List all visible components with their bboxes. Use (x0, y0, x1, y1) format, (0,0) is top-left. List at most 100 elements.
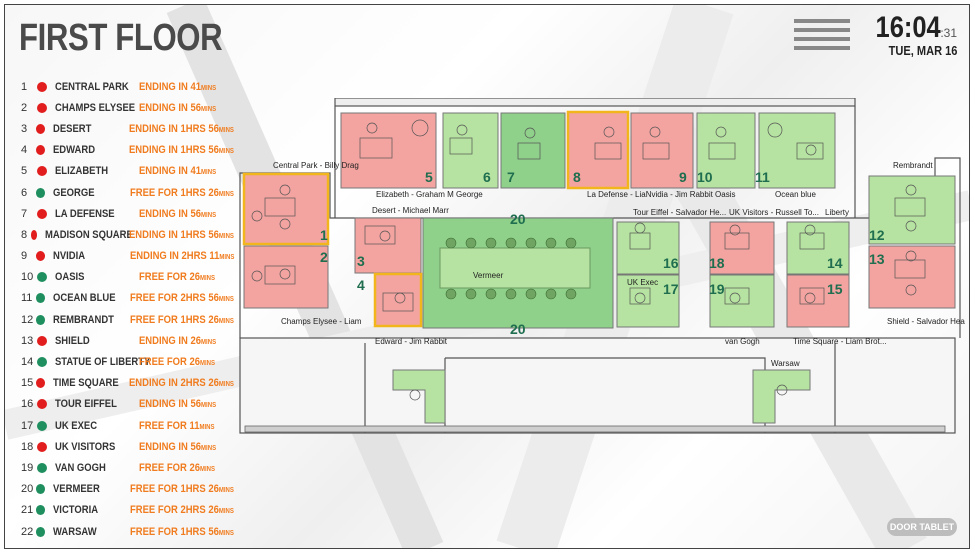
room-name: WARSAW (52, 525, 97, 538)
busy-status-dot-icon (35, 123, 45, 134)
room-status-unit: MINS (218, 232, 234, 240)
room-status-unit: MINS (219, 487, 235, 495)
room-status-unit: MINS (218, 254, 235, 262)
room-status: ENDING IN 56MINS (139, 208, 216, 220)
clock-seconds: :31 (940, 26, 957, 40)
room-name: TIME SQUARE (52, 377, 119, 390)
room-number: 20 (21, 483, 34, 496)
busy-status-dot-icon (37, 441, 47, 452)
room-name: VAN GOGH (55, 461, 106, 474)
room-number-12: 12 (869, 227, 885, 243)
busy-status-dot-icon (30, 229, 37, 240)
room-number-17: 17 (663, 281, 679, 297)
room-status-unit: MINS (219, 317, 235, 325)
room-number-6: 6 (483, 169, 491, 185)
hamburger-menu-icon[interactable] (794, 19, 850, 57)
room-name: OASIS (55, 271, 85, 284)
room-status-unit: MINS (218, 126, 234, 134)
room-number-2: 2 (320, 249, 328, 265)
busy-status-dot-icon (35, 378, 45, 389)
room-name: NVIDIA (52, 250, 85, 263)
room-number: 12 (21, 313, 34, 326)
room-status-unit: MINS (201, 211, 217, 219)
room-name: EDWARD (52, 144, 95, 157)
room-status-text: ENDING IN 2HRS 26 (128, 377, 219, 390)
room-status-unit: MINS (219, 190, 235, 198)
door-tablet-button[interactable]: DOOR TABLET (887, 518, 957, 536)
room-name: SHIELD (55, 334, 90, 347)
room-labels: Central Park - Billy Drag Champs Elysee … (273, 161, 965, 368)
label-uk-exec: UK Exec (627, 278, 658, 287)
busy-status-dot-icon (37, 335, 47, 346)
building-walls (239, 98, 961, 434)
free-status-dot-icon (35, 314, 45, 325)
room-status: FREE FOR 26MINS (139, 271, 215, 283)
room-number-9: 9 (679, 169, 687, 185)
label-shield: Shield - Salvador Heal (887, 317, 965, 326)
room-number: 4 (21, 144, 28, 157)
room-number: 13 (21, 334, 34, 347)
room-number: 2 (21, 101, 28, 114)
busy-status-dot-icon (35, 145, 45, 156)
room-number-10: 10 (697, 169, 713, 185)
free-status-dot-icon (37, 272, 47, 283)
room-status-unit: MINS (201, 105, 217, 113)
room-status-text: ENDING IN 56 (139, 207, 202, 220)
window-row (244, 425, 946, 433)
room-status-text: ENDING IN 56 (139, 398, 202, 411)
room-name: LA DEFENSE (55, 207, 115, 220)
room-number-20-top: 20 (510, 211, 526, 227)
room-number-8: 8 (573, 169, 581, 185)
free-status-dot-icon (35, 505, 45, 516)
room-numbers: 5 6 7 8 9 10 11 1 2 3 4 20 20 16 17 18 1… (320, 169, 885, 337)
room-number-18: 18 (709, 255, 725, 271)
clock: 16:04:31 TUE, MAR 16 (864, 11, 957, 58)
label-ocean-blue: Ocean blue (775, 190, 816, 199)
room-name: MADISON SQUARE (44, 228, 133, 241)
room-status-text: ENDING IN 56 (139, 101, 202, 114)
busy-status-dot-icon (37, 399, 47, 410)
room-status: ENDING IN 56MINS (139, 441, 216, 453)
label-edward: Edward - Jim Rabbit (375, 337, 448, 346)
room-status-text: ENDING IN 2HRS 11 (129, 250, 219, 263)
label-rembrandt: Rembrandt (893, 161, 933, 170)
free-status-dot-icon (37, 420, 47, 431)
room-status: FREE FOR 1HRS 26MINS (130, 314, 234, 326)
room-list-item[interactable]: 12 REMBRANDT FREE FOR 1HRS 26MINS (21, 309, 251, 330)
room-name: TOUR EIFFEL (55, 398, 117, 411)
room-name: CHAMPS ELYSEE (55, 101, 136, 114)
room-number-3: 3 (357, 253, 365, 269)
label-elizabeth: Elizabeth - Graham M George (376, 190, 483, 199)
room-number: 21 (21, 504, 34, 517)
room-name: REMBRANDT (52, 313, 114, 326)
room-status: FREE FOR 2HRS 56MINS (130, 292, 234, 304)
room-status: ENDING IN 56MINS (139, 102, 216, 114)
room-status: ENDING IN 1HRS 56MINS (129, 229, 234, 241)
room-status-unit: MINS (201, 338, 217, 346)
room-status-text: FREE FOR 2HRS 26 (130, 504, 220, 517)
room-name: OCEAN BLUE (52, 292, 116, 305)
room-number-16: 16 (663, 255, 679, 271)
